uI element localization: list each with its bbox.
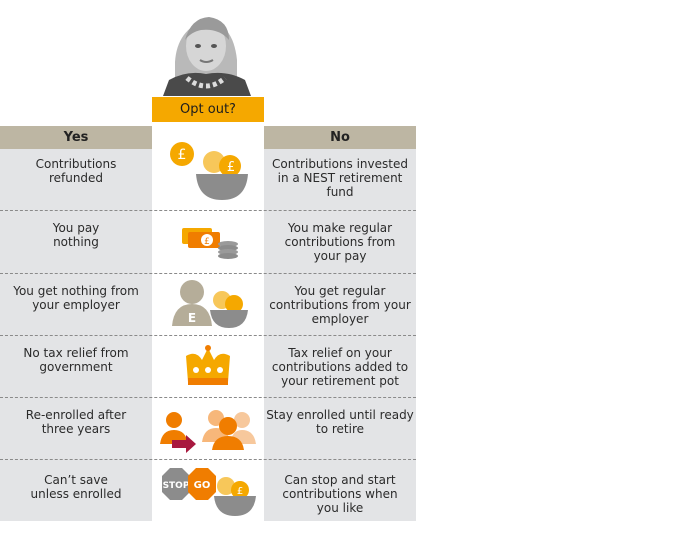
coins-bowl-icon: £ £ (152, 140, 264, 204)
svg-text:£: £ (227, 160, 235, 175)
row-3-yes-text: You get nothing from your employer (13, 284, 139, 312)
row-divider (0, 397, 416, 398)
row-5-no-text: Stay enrolled until ready to retire (266, 408, 414, 436)
row-4-no-text: Tax relief on your contributions added t… (271, 346, 409, 388)
svg-text:STOP: STOP (163, 481, 190, 491)
stop-go-icon: STOP GO £ (152, 466, 264, 518)
row-5-yes-text: Re-enrolled after three years (25, 408, 127, 436)
svg-text:£: £ (237, 486, 243, 497)
opt-out-title: Opt out? (152, 97, 264, 122)
svg-text:E: E (188, 311, 196, 325)
row-divider (0, 210, 416, 211)
employer-bowl-icon: E (152, 278, 264, 332)
column-header-no: No (264, 126, 416, 149)
crown-icon (152, 342, 264, 390)
people-arrow-icon (152, 404, 264, 454)
row-2-yes-text: You pay nothing (52, 221, 100, 249)
row-6-no-text: Can stop and start contributions when yo… (282, 473, 398, 515)
svg-text:GO: GO (194, 480, 211, 491)
row-divider (0, 459, 416, 460)
row-6-yes-text: Can’t save unless enrolled (30, 473, 122, 501)
row-1-yes-text: Contributions refunded (35, 157, 117, 185)
row-2-no-text: You make regular contributions from your… (284, 221, 396, 263)
row-4-yes-text: No tax relief from government (23, 346, 129, 374)
portrait-image (157, 2, 257, 96)
row-3-no-text: You get regular contributions from your … (269, 284, 411, 326)
row-1-no-text: Contributions invested in a NEST retirem… (272, 157, 408, 199)
row-divider (0, 335, 416, 336)
column-header-yes: Yes (0, 126, 152, 149)
row-divider (0, 273, 416, 274)
banknotes-coins-icon: £ (152, 222, 264, 262)
svg-text:£: £ (204, 237, 210, 247)
svg-text:£: £ (178, 147, 187, 163)
